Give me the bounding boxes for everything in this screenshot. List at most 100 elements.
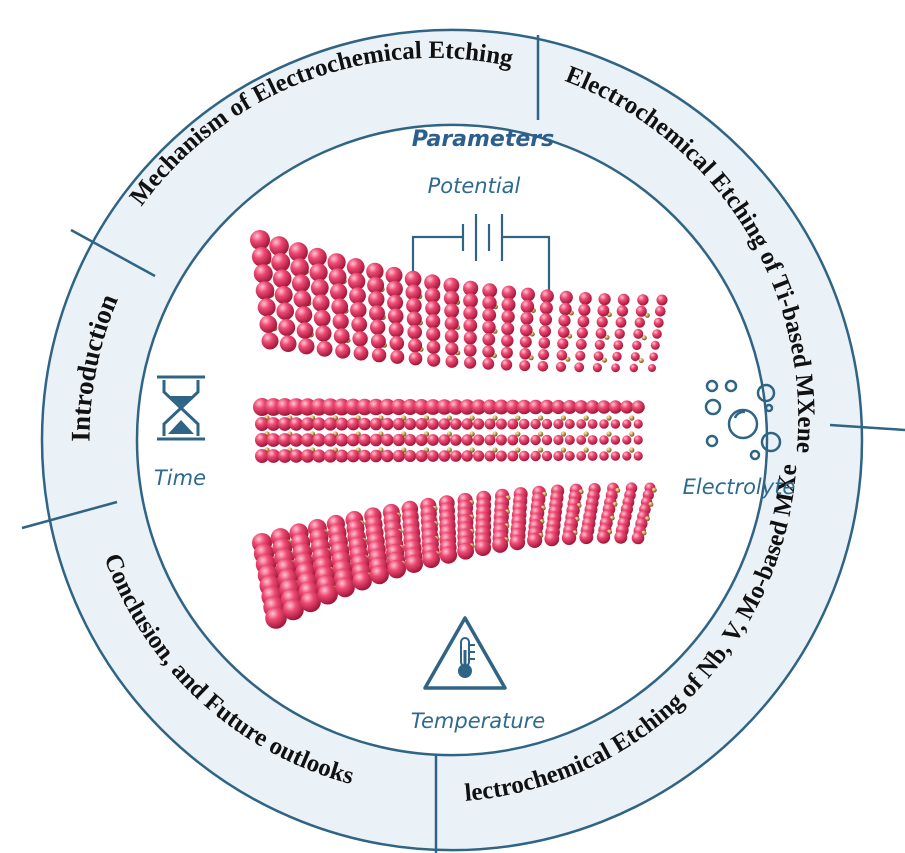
carbon-atom <box>629 431 635 437</box>
metal-atom <box>445 342 459 356</box>
metal-atom <box>312 433 326 447</box>
metal-atom <box>255 417 269 431</box>
metal-atom <box>614 530 628 544</box>
metal-atom <box>519 360 531 372</box>
metal-atom <box>350 301 367 319</box>
metal-atom <box>544 531 560 547</box>
metal-atom <box>415 450 428 462</box>
metal-atom <box>576 435 587 445</box>
metal-atom <box>330 283 348 301</box>
metal-atom <box>315 325 332 342</box>
metal-atom <box>390 398 407 416</box>
metal-atom <box>255 281 275 300</box>
metal-atom <box>653 317 664 328</box>
carbon-atom <box>492 447 498 453</box>
metal-atom <box>385 266 403 284</box>
metal-atom <box>265 607 287 629</box>
metal-atom <box>482 320 496 334</box>
metal-atom <box>300 449 315 463</box>
metal-atom <box>277 449 292 463</box>
metal-atom <box>266 449 281 463</box>
metal-atom <box>388 322 404 338</box>
metal-atom <box>443 277 460 294</box>
metal-atom <box>615 317 627 328</box>
metal-atom <box>404 418 417 430</box>
metal-atom <box>369 449 383 463</box>
metal-atom <box>473 434 485 446</box>
metal-atom <box>257 298 276 317</box>
carbon-atom <box>446 447 452 453</box>
carbon-atom <box>492 415 498 421</box>
carbon-atom <box>565 356 571 362</box>
metal-atom <box>464 356 477 369</box>
metal-atom <box>530 418 541 430</box>
metal-atom <box>358 433 371 447</box>
metal-atom <box>255 433 269 447</box>
metal-atom <box>370 319 386 335</box>
potential-label: Potential <box>428 174 521 198</box>
metal-atom <box>425 300 441 316</box>
metal-atom <box>520 323 533 337</box>
metal-atom <box>500 359 513 371</box>
carbon-atom <box>446 431 452 437</box>
metal-atom <box>392 449 405 463</box>
metal-atom <box>539 325 551 338</box>
metal-atom <box>610 435 621 445</box>
metal-atom <box>539 313 552 326</box>
metal-atom <box>463 331 477 345</box>
metal-atom <box>448 399 464 415</box>
metal-atom <box>564 419 575 429</box>
carbon-atom <box>583 415 589 421</box>
metal-atom <box>631 400 645 414</box>
metal-atom <box>505 399 521 415</box>
metal-atom <box>436 399 453 415</box>
metal-atom <box>612 351 622 362</box>
metal-atom <box>346 258 365 276</box>
metal-atom <box>461 434 473 446</box>
metal-atom <box>290 258 309 277</box>
metal-atom <box>620 400 634 414</box>
metal-atom <box>518 418 530 430</box>
metal-atom <box>461 418 473 430</box>
metal-atom <box>427 418 439 430</box>
metal-atom <box>422 550 440 569</box>
metal-atom <box>551 399 566 415</box>
metal-atom <box>633 419 643 429</box>
metal-atom <box>406 311 422 327</box>
metal-atom <box>445 355 459 368</box>
metal-atom <box>308 247 327 267</box>
carbon-atom <box>515 415 521 421</box>
metal-atom <box>352 331 368 347</box>
metal-atom <box>593 351 604 362</box>
metal-atom <box>358 417 371 431</box>
metal-atom <box>386 280 403 298</box>
metal-atom <box>562 400 577 414</box>
metal-atom <box>576 419 587 429</box>
metal-atom <box>351 316 368 333</box>
metal-atom <box>317 584 338 605</box>
carbon-atom <box>538 447 544 453</box>
metal-atom <box>482 399 498 415</box>
metal-atom <box>482 345 495 358</box>
carbon-atom <box>492 431 498 437</box>
metal-atom <box>335 343 351 359</box>
metal-atom <box>557 326 570 338</box>
metal-atom <box>597 304 610 317</box>
carbon-atom <box>606 415 612 421</box>
carbon-atom <box>469 431 475 437</box>
metal-atom <box>530 450 541 462</box>
metal-atom <box>538 337 551 349</box>
metal-atom <box>450 434 462 446</box>
metal-atom <box>557 338 569 350</box>
carbon-atom <box>629 415 635 421</box>
carbon-atom <box>538 431 544 437</box>
metal-atom <box>596 316 608 328</box>
metal-atom <box>633 328 644 339</box>
metal-atom <box>387 559 407 579</box>
metal-atom <box>519 335 532 348</box>
metal-atom <box>288 242 308 262</box>
metal-atom <box>463 318 478 333</box>
metal-atom <box>501 310 515 324</box>
metal-atom <box>333 328 350 345</box>
metal-atom <box>369 565 389 585</box>
